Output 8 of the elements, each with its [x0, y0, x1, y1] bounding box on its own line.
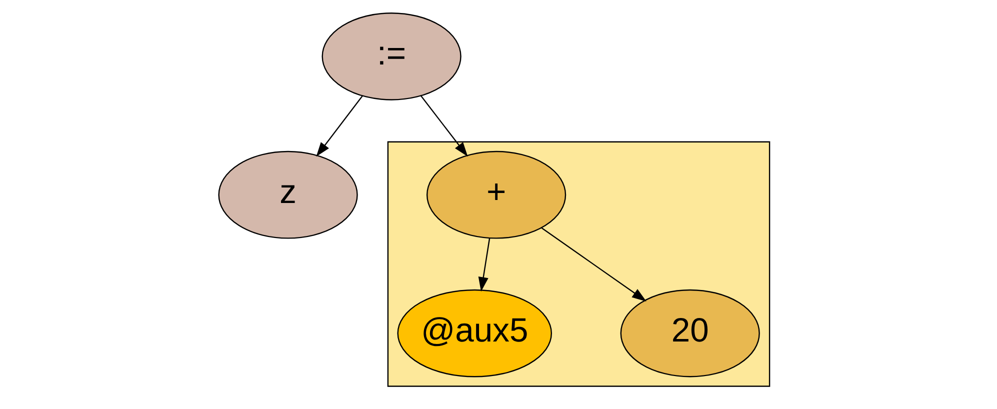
arrow	[316, 96, 362, 157]
node-ellipse: :=	[321, 12, 461, 100]
node-ellipse: @aux5	[396, 289, 552, 378]
arrow	[540, 227, 646, 302]
node-ellipse: +	[426, 150, 566, 239]
arrow	[478, 238, 490, 292]
arrow	[420, 96, 468, 157]
node-ellipse: z	[218, 150, 358, 239]
